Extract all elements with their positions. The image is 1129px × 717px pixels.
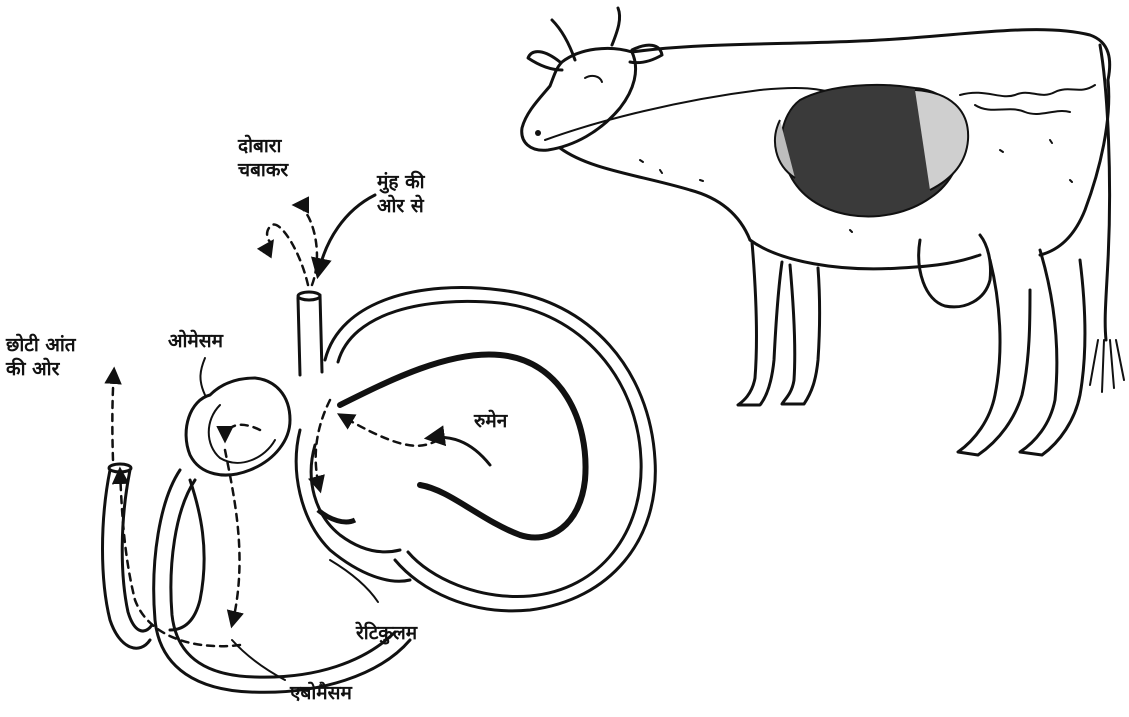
cow-illustration <box>522 8 1124 455</box>
label-rechew-line1: दोबारा <box>238 135 288 159</box>
label-rechew-line2: चबाकर <box>238 159 288 183</box>
label-small-intestine-line2: की ओर <box>6 358 76 382</box>
label-from-mouth-line2: ओर से <box>377 195 425 219</box>
label-reticulum: रेटिकुलम <box>356 622 417 646</box>
label-from-mouth: मुंह की ओर से <box>377 171 425 219</box>
label-omasum: ओमेसम <box>168 330 223 354</box>
label-from-mouth-line1: मुंह की <box>377 171 425 195</box>
label-rechew: दोबारा चबाकर <box>238 135 288 183</box>
label-rumen: रुमेन <box>474 410 507 434</box>
label-abomasum: एबोमैसम <box>290 682 352 706</box>
stomach-illustration <box>103 195 656 692</box>
label-small-intestine: छोटी आंत की ओर <box>6 334 76 382</box>
label-small-intestine-line1: छोटी आंत <box>6 334 76 358</box>
